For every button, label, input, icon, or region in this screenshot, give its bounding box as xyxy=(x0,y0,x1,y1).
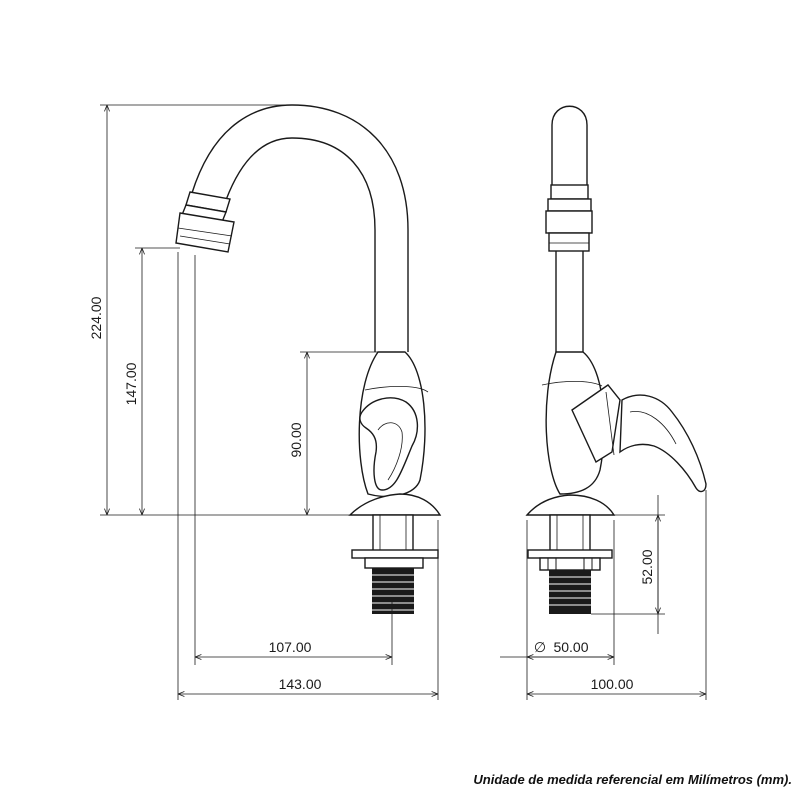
units-note: Unidade de medida referencial em Milímet… xyxy=(473,772,792,787)
front-dimensions xyxy=(100,104,438,694)
front-view xyxy=(175,104,442,700)
front-dimension-labels: 224.00 147.00 90.00 107.00 143.00 xyxy=(88,296,322,692)
dim-width-reach: 107.00 xyxy=(269,639,312,655)
diameter-symbol: ∅ xyxy=(534,639,546,655)
side-dimensions xyxy=(500,495,706,694)
dim-height-body: 90.00 xyxy=(288,422,304,457)
dim-base-diameter: 50.00 xyxy=(553,639,588,655)
dim-thread-length: 52.00 xyxy=(639,549,655,584)
dim-side-depth: 100.00 xyxy=(591,676,634,692)
side-view xyxy=(525,105,707,700)
dim-height-total: 224.00 xyxy=(88,296,104,339)
side-dimension-labels: 52.00 ∅ 50.00 100.00 xyxy=(534,549,655,692)
dim-height-spout: 147.00 xyxy=(123,362,139,405)
dim-width-total: 143.00 xyxy=(279,676,322,692)
